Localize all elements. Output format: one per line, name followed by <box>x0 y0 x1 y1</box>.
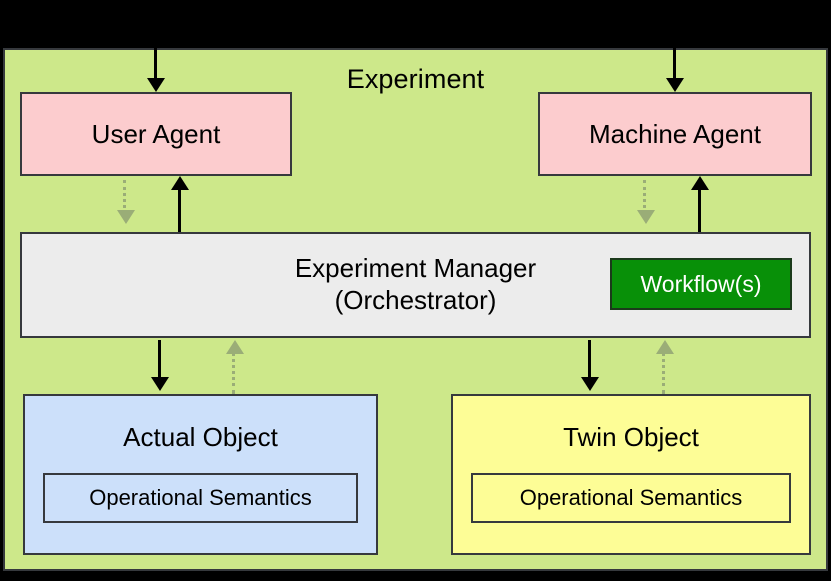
edge-manager-to-machine-agent-head <box>637 210 655 224</box>
edge-machine-agent-to-manager-line <box>698 188 701 232</box>
edge-external-to-user-agent-line <box>154 40 157 82</box>
edge-twin-object-to-manager-line <box>662 352 665 394</box>
node-actual-object-operational-semantics[interactable]: Operational Semantics <box>43 473 358 523</box>
edge-machine-agent-to-manager-head <box>691 176 709 190</box>
edge-user-agent-to-manager-line <box>178 188 181 232</box>
edge-manager-to-actual-object-line <box>158 340 161 380</box>
node-actual-object[interactable]: Actual Object Operational Semantics <box>23 394 378 555</box>
node-experiment-manager-line1: Experiment Manager <box>294 253 537 284</box>
node-machine-agent[interactable]: Machine Agent <box>538 92 812 176</box>
node-experiment-manager-line2: (Orchestrator) <box>334 285 497 315</box>
experiment-title: Experiment <box>346 64 485 94</box>
node-actual-object-operational-semantics-label: Operational Semantics <box>89 485 312 510</box>
node-workflows-label: Workflow(s) <box>640 270 762 297</box>
edge-user-agent-to-manager-head <box>171 176 189 190</box>
edge-external-to-user-agent-head <box>147 78 165 92</box>
edge-external-to-machine-agent-line <box>673 40 676 82</box>
node-twin-object-operational-semantics[interactable]: Operational Semantics <box>471 473 791 523</box>
node-machine-agent-label: Machine Agent <box>588 118 761 149</box>
node-actual-object-label: Actual Object <box>123 422 278 452</box>
edge-manager-to-twin-object-head <box>581 377 599 391</box>
edge-twin-object-to-manager-head <box>656 340 674 354</box>
edge-actual-object-to-manager-head <box>226 340 244 354</box>
edge-external-to-machine-agent-head <box>666 78 684 92</box>
node-user-agent-label: User Agent <box>91 118 221 149</box>
node-twin-object-operational-semantics-label: Operational Semantics <box>519 485 743 510</box>
node-workflows[interactable]: Workflow(s) <box>610 258 792 310</box>
edge-manager-to-machine-agent-line <box>643 180 646 214</box>
node-twin-object[interactable]: Twin Object Operational Semantics <box>451 394 811 555</box>
node-experiment-manager[interactable]: Experiment Manager (Orchestrator) <box>20 232 811 338</box>
edge-manager-to-twin-object-line <box>588 340 591 380</box>
edge-manager-to-user-agent-head <box>117 210 135 224</box>
node-twin-object-label: Twin Object <box>563 422 699 452</box>
edge-manager-to-actual-object-head <box>151 377 169 391</box>
edge-actual-object-to-manager-line <box>232 352 235 394</box>
edge-manager-to-user-agent-line <box>123 180 126 214</box>
node-user-agent[interactable]: User Agent <box>20 92 292 176</box>
